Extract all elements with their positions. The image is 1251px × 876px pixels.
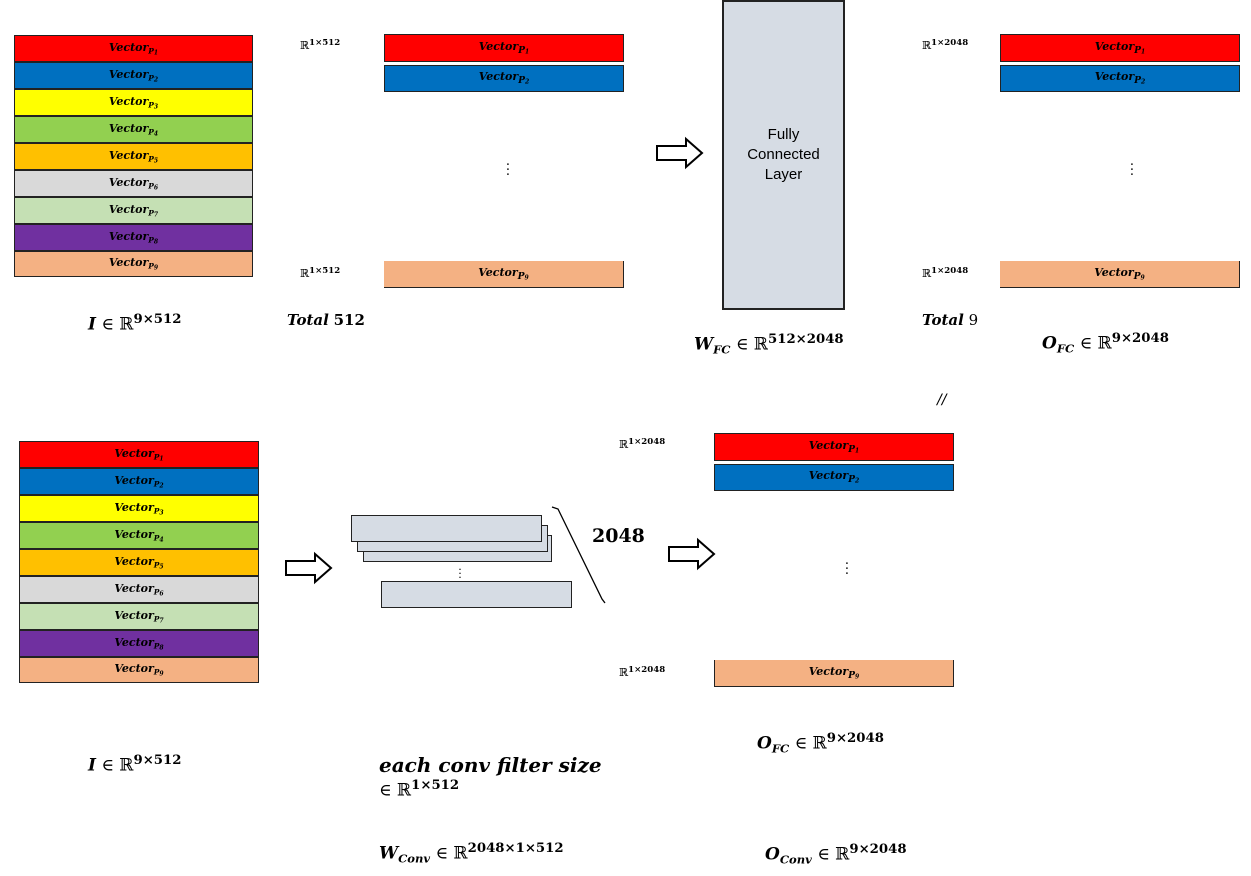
vector-row: VectorP7 [14, 197, 253, 224]
vector-row: VectorP1 [14, 35, 253, 62]
vector-label: VectorP9 [114, 662, 164, 678]
input-label-top: I ∈ ℝ9×512 [88, 312, 182, 335]
vector-bar: VectorP9 [1000, 261, 1240, 288]
vector-label: VectorP5 [114, 554, 164, 571]
dim-label: ℝ1×2048 [922, 266, 969, 280]
vector-bar: VectorP9 [714, 660, 954, 687]
vector-bar: VectorP1 [1000, 34, 1240, 62]
fc-weight-label: WFC ∈ ℝ512×2048 [694, 332, 844, 357]
right-arrow-icon [285, 551, 333, 585]
vector-label: VectorP6 [108, 175, 159, 192]
dim-label: ℝ1×512 [300, 38, 341, 52]
filter-caption: each conv filter size [379, 753, 602, 777]
dim-label: ℝ1×512 [300, 266, 341, 280]
vector-label: VectorP9 [478, 265, 529, 283]
vector-row: VectorP2 [19, 468, 259, 495]
vector-row: VectorP9 [14, 251, 253, 277]
input-matrix-bottom: VectorP1 VectorP2 VectorP3 VectorP4 Vect… [19, 441, 259, 683]
vector-label: VectorP4 [108, 121, 159, 138]
vector-row: VectorP1 [19, 441, 259, 468]
total-label-right: Total 9 [922, 311, 979, 329]
vector-row: VectorP4 [14, 116, 253, 143]
equivalence-mark: // [937, 392, 947, 408]
vector-row: VectorP5 [19, 549, 259, 576]
conv-output-label: OConv ∈ ℝ9×2048 [765, 842, 907, 867]
input-label-bottom: I ∈ ℝ9×512 [88, 753, 182, 776]
input-matrix-top: VectorP1 VectorP2 VectorP3 VectorP4 Vect… [14, 35, 253, 277]
vector-bar: VectorP2 [714, 464, 954, 491]
vector-label: VectorP3 [114, 500, 164, 517]
vector-label: VectorP9 [808, 664, 860, 682]
vector-label: VectorP7 [108, 202, 159, 219]
vector-label: VectorP2 [108, 67, 159, 84]
vector-label: VectorP2 [114, 473, 164, 490]
vector-label: VectorP8 [108, 229, 159, 246]
fc-output-label: OFC ∈ ℝ9×2048 [1042, 331, 1169, 356]
vector-label: VectorP8 [114, 635, 164, 652]
total-label-left: Total 512 [287, 311, 365, 329]
dim-label: ℝ1×2048 [619, 665, 666, 679]
conv-filter [381, 581, 572, 608]
vector-label: VectorP1 [478, 39, 530, 57]
vector-label: VectorP1 [808, 438, 860, 456]
filter-count: 2048 [592, 525, 645, 547]
vector-label: VectorP2 [1094, 70, 1146, 87]
conv-weight-label: WConv ∈ ℝ2048×1×512 [379, 841, 564, 866]
conv-filter [351, 515, 542, 542]
vector-label: VectorP1 [108, 40, 159, 57]
vertical-ellipsis: ··· [505, 158, 511, 183]
vector-row: VectorP3 [19, 495, 259, 522]
vector-row: VectorP6 [19, 576, 259, 603]
vector-label: VectorP2 [478, 70, 530, 87]
vector-row: VectorP9 [19, 657, 259, 683]
dim-label: ℝ1×2048 [922, 38, 969, 52]
vector-label: VectorP7 [114, 608, 164, 625]
filter-bracket [551, 506, 606, 604]
vector-label: VectorP2 [808, 469, 860, 486]
vertical-ellipsis: ··· [1129, 158, 1135, 183]
vector-row: VectorP8 [19, 630, 259, 657]
vector-bar: VectorP1 [714, 433, 954, 461]
vector-row: VectorP4 [19, 522, 259, 549]
vector-row: VectorP8 [14, 224, 253, 251]
vector-row: VectorP3 [14, 89, 253, 116]
vector-label: VectorP1 [114, 446, 164, 463]
vector-label: VectorP5 [108, 148, 159, 165]
fc-output-label-bottom: OFC ∈ ℝ9×2048 [757, 731, 884, 756]
vector-bar: VectorP2 [384, 65, 624, 92]
vector-label: VectorP1 [1094, 39, 1146, 57]
dim-label: ℝ1×2048 [619, 437, 666, 451]
vector-label: VectorP4 [114, 527, 164, 544]
right-arrow-icon [656, 136, 704, 170]
vector-label: VectorP9 [108, 256, 159, 272]
vector-bar: VectorP1 [384, 34, 624, 62]
vector-bar: VectorP2 [1000, 65, 1240, 92]
vector-label: VectorP6 [114, 581, 164, 598]
right-arrow-icon [668, 537, 716, 571]
vector-row: VectorP5 [14, 143, 253, 170]
vector-label: VectorP9 [1094, 265, 1145, 283]
filter-caption-dim: ∈ ℝ1×512 [379, 778, 460, 801]
vector-row: VectorP2 [14, 62, 253, 89]
vertical-ellipsis: ··· [844, 557, 850, 582]
vector-label: VectorP3 [108, 94, 159, 111]
vector-row: VectorP7 [19, 603, 259, 630]
vertical-ellipsis: ··· [458, 563, 462, 584]
fully-connected-layer: Fully Connected Layer [722, 0, 845, 310]
vector-bar: VectorP9 [384, 261, 624, 288]
vector-row: VectorP6 [14, 170, 253, 197]
